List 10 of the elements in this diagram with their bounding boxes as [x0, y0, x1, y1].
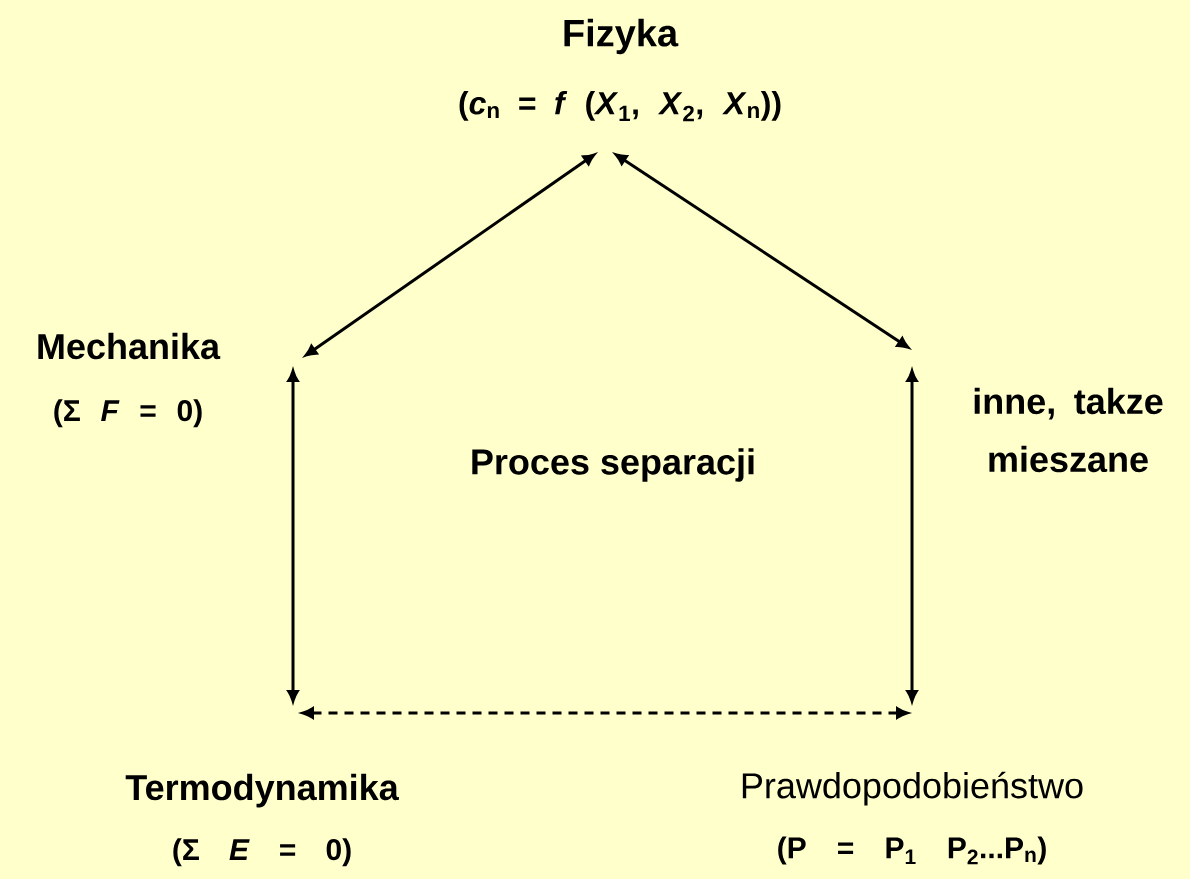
arrow [906, 369, 918, 703]
arrow [301, 707, 909, 719]
concept-label: inne, takze mieszane [974, 387, 1163, 473]
concept-label: Prawdopodobieństwo (P = P$_{1}$ P$_{2}$...P$_{n}$) [742, 771, 1083, 865]
center-label: Proces separacji [472, 448, 754, 482]
concept-label: Fizyka (c$_{n}$ = f (X$_{1}$, X$_{2}$, X$_{n}$)) [459, 18, 781, 122]
arrow [304, 153, 596, 357]
arrow [287, 369, 299, 703]
concept-label: Mechanika (Σ F = 0) [38, 332, 221, 428]
concept-label: Termodynamika (Σ E = 0) [125, 773, 399, 867]
